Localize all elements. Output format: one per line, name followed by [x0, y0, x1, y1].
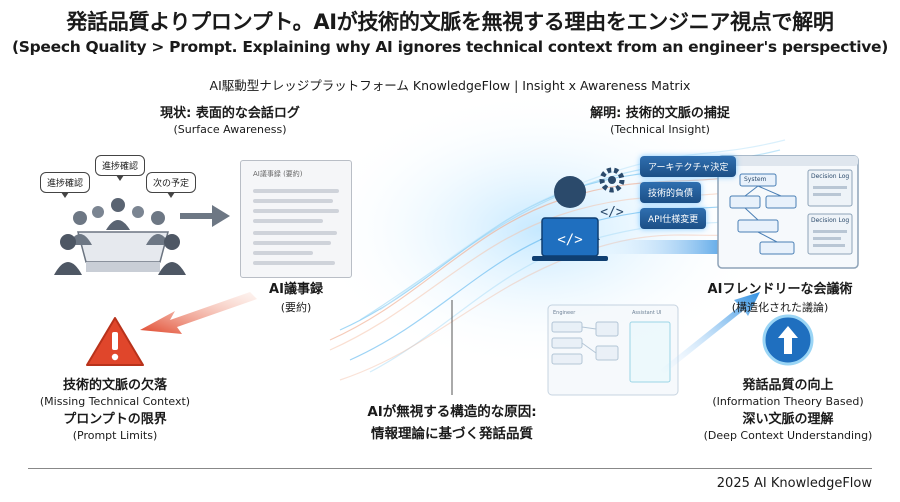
doc-title: AI議事録 (要約) — [253, 170, 303, 178]
problem1-en: (Missing Technical Context) — [39, 395, 191, 408]
benefit-deep-context: 深い文脈の理解 (Deep Context Understanding) — [690, 408, 886, 442]
result-jp: AIフレンドリーな会議術 — [707, 282, 853, 297]
tagline: AI駆動型ナレッジプラットフォーム KnowledgeFlow | Insigh… — [209, 78, 691, 93]
code-icon: </> — [600, 205, 624, 220]
arrow-to-benefit — [660, 292, 760, 374]
benefit2-en: (Deep Context Understanding) — [703, 429, 873, 442]
benefit-speech-quality: 発話品質の向上 (Information Theory Based) — [690, 374, 886, 408]
screen2-label-b: Assistant UI — [632, 310, 662, 316]
screen-system-label: System — [744, 176, 767, 183]
warning-icon — [86, 317, 144, 366]
problem2-jp: プロンプトの限界 — [63, 412, 167, 427]
benefit1-jp: 発話品質の向上 — [742, 378, 834, 393]
result-en: (構造化された議論) — [731, 301, 829, 314]
speech-bubble-3: 次の予定 — [146, 172, 197, 198]
right-heading-jp: 解明: 技術的文脈の捕捉 — [590, 106, 730, 121]
gear-icon — [599, 167, 625, 193]
left-heading-en: (Surface Awareness) — [173, 123, 287, 136]
left-heading-jp: 現状: 表面的な会話ログ — [160, 106, 300, 121]
center-line2: 情報理論に基づく発話品質 — [371, 426, 533, 442]
doc-label: AI議事録 (要約) — [246, 278, 346, 315]
tag-architecture: アーキテクチャ決定 — [640, 156, 737, 177]
right-heading-en: (Technical Insight) — [610, 123, 710, 136]
tag-api-change: API仕様変更 — [640, 208, 707, 229]
doc-label-jp: AI議事録 — [269, 282, 323, 297]
screen-log1-label: Decision Log — [811, 173, 850, 180]
result-label: AIフレンドリーな会議術 (構造化された議論) — [680, 278, 880, 315]
engineer-figure: </> — [532, 176, 608, 261]
screen2-label-a: Engineer — [553, 310, 576, 316]
speech-bubble-1: 進捗確認 — [40, 172, 91, 198]
right-heading: 解明: 技術的文脈の捕捉 (Technical Insight) — [560, 102, 760, 136]
doc-label-en: (要約) — [280, 301, 312, 314]
center-line1: AIが無視する構造的な原因: — [367, 404, 537, 420]
problem-prompt-limits: プロンプトの限界 (Prompt Limits) — [30, 408, 200, 442]
benefit2-jp: 深い文脈の理解 — [742, 412, 834, 427]
left-heading: 現状: 表面的な会話ログ (Surface Awareness) — [130, 102, 330, 136]
up-arrow-icon — [762, 314, 814, 366]
assistant-screen — [547, 304, 679, 396]
tag-tech-debt: 技術的負債 — [640, 182, 702, 203]
footer-divider — [28, 468, 872, 469]
speech-bubble-2: 進捗確認 — [95, 155, 146, 181]
page-title: 発話品質よりプロンプト。AIが技術的文脈を無視する理由をエンジニア視点で解明 — [66, 10, 834, 34]
meeting-scene — [54, 198, 186, 275]
screen-log2-label: Decision Log — [811, 217, 850, 224]
arrow-to-doc — [180, 205, 230, 227]
svg-text:</>: </> — [557, 232, 582, 248]
problem1-jp: 技術的文脈の欠落 — [62, 378, 167, 393]
system-diagram-screen — [717, 155, 859, 269]
page-subtitle: (Speech Quality > Prompt. Explaining why… — [11, 38, 889, 56]
problem-missing-context: 技術的文脈の欠落 (Missing Technical Context) — [30, 374, 200, 408]
ai-minutes-document: AI議事録 (要約) — [240, 160, 352, 278]
problem2-en: (Prompt Limits) — [72, 429, 158, 442]
center-cause: AIが無視する構造的な原因: 情報理論に基づく発話品質 — [330, 400, 574, 442]
benefit1-en: (Information Theory Based) — [712, 395, 864, 408]
arrow-to-result — [600, 230, 742, 264]
arrow-to-problem — [140, 292, 257, 334]
footer-text: 2025 AI KnowledgeFlow — [716, 476, 872, 491]
